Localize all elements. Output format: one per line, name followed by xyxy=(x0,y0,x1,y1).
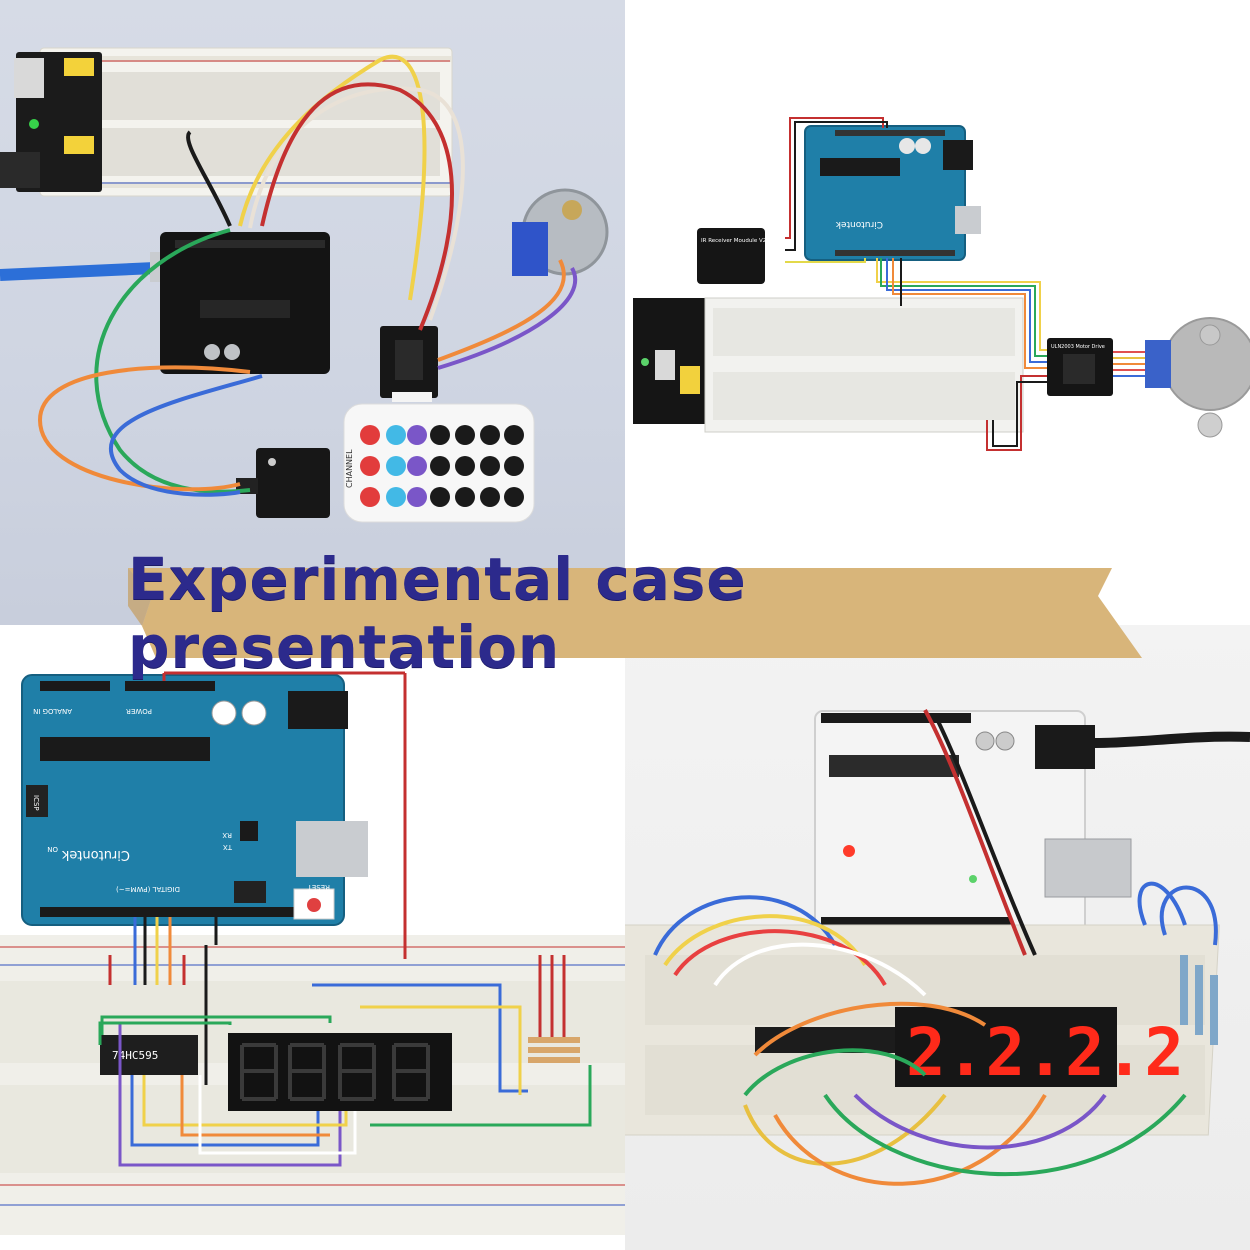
tr-driver-label: ULN2003 Motor Drive xyxy=(1051,344,1105,350)
bl-rx-label: RX xyxy=(222,831,232,839)
diagram-74hc595-display-wiring: Cirutontek ANALOG IN POWER DIGITAL (PWM=… xyxy=(0,625,625,1250)
diagram-ir-stepper-illustration: Cirutontek IR Receiver Moudule V2.0 ULN2… xyxy=(633,117,1250,451)
tr-ir-module-label: IR Receiver Moudule V2.0 xyxy=(701,238,772,244)
title-banner: Experimental case presentation xyxy=(128,545,1142,681)
diagram-ir-stepper-wiring: Cirutontek IR Receiver Moudule V2.0 ULN2… xyxy=(625,0,1250,625)
ribbon-shape xyxy=(128,568,1142,658)
photo-ir-stepper-illustration: CHANNEL xyxy=(0,47,609,523)
photo-ir-stepper-setup: CHANNEL xyxy=(0,0,625,625)
bl-on-label: ON xyxy=(47,845,58,853)
bl-board-brand: Cirutontek xyxy=(61,847,130,862)
bl-analog-label: ANALOG IN xyxy=(33,707,72,715)
remote-side-label: CHANNEL xyxy=(345,449,354,488)
bl-reset-label: RESET xyxy=(307,883,330,891)
br-led-display-value: 2.2.2.2 xyxy=(906,1014,1184,1091)
photo-7seg-illustration: 2.2.2.2 xyxy=(625,709,1250,1186)
bl-chip-label: 74HC595 xyxy=(112,1049,158,1062)
bl-digital-label: DIGITAL (PWM=~) xyxy=(116,885,180,893)
bl-power-label: POWER xyxy=(126,707,152,715)
bl-tx-label: TX xyxy=(223,843,233,851)
banner-title: Experimental case presentation xyxy=(128,545,747,681)
diagram-74hc595-illustration: Cirutontek ANALOG IN POWER DIGITAL (PWM=… xyxy=(0,671,625,1235)
bl-isp-label: ICSP xyxy=(32,795,40,811)
photo-7seg-display-setup: 2.2.2.2 xyxy=(625,625,1250,1250)
tr-board-brand: Cirutontek xyxy=(835,219,883,229)
